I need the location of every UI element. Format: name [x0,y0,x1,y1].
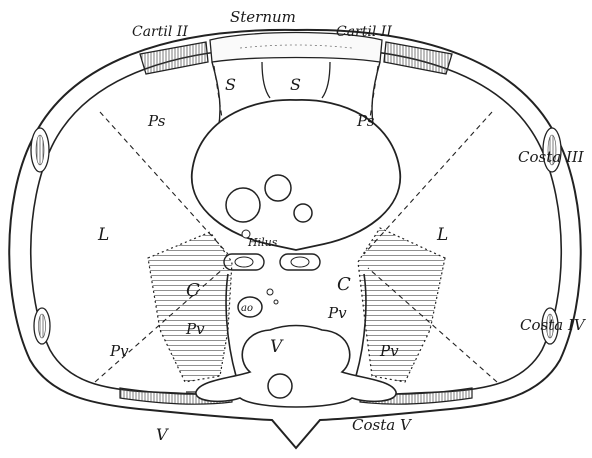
label-sternum: Sternum [230,8,296,26]
label-pv-right-outer: Pv [379,342,399,360]
great-vessel-1 [226,188,260,222]
label-v-lower: V [156,425,169,444]
label-pv-left-outer: Pv [109,342,129,360]
label-v-vertebra: V [270,337,284,357]
label-ao: ao [241,303,253,314]
label-l-right: L [436,225,448,245]
great-vessel-2 [265,175,291,201]
label-l-left: L [97,225,109,245]
label-c-left: C [186,280,200,301]
label-pv-right-inner: Pv [327,304,347,322]
spinal-canal [268,374,292,398]
label-cartil-right: Cartil II [336,24,392,40]
label-cartil-left: Cartil II [132,24,188,40]
label-costa-5: Costa V [352,416,413,434]
label-costa-3: Costa III [518,148,585,166]
label-s-left: S [225,75,236,94]
label-hilus: Hilus [247,236,278,249]
label-costa-4: Costa IV [520,316,587,334]
label-ps-right: Ps [356,112,375,130]
label-s-right: S [290,75,301,94]
label-ps-left: Ps [147,112,166,130]
label-pv-left-inner: Pv [185,320,205,338]
great-vessel-3 [294,204,312,222]
label-c-right: C [337,274,351,295]
